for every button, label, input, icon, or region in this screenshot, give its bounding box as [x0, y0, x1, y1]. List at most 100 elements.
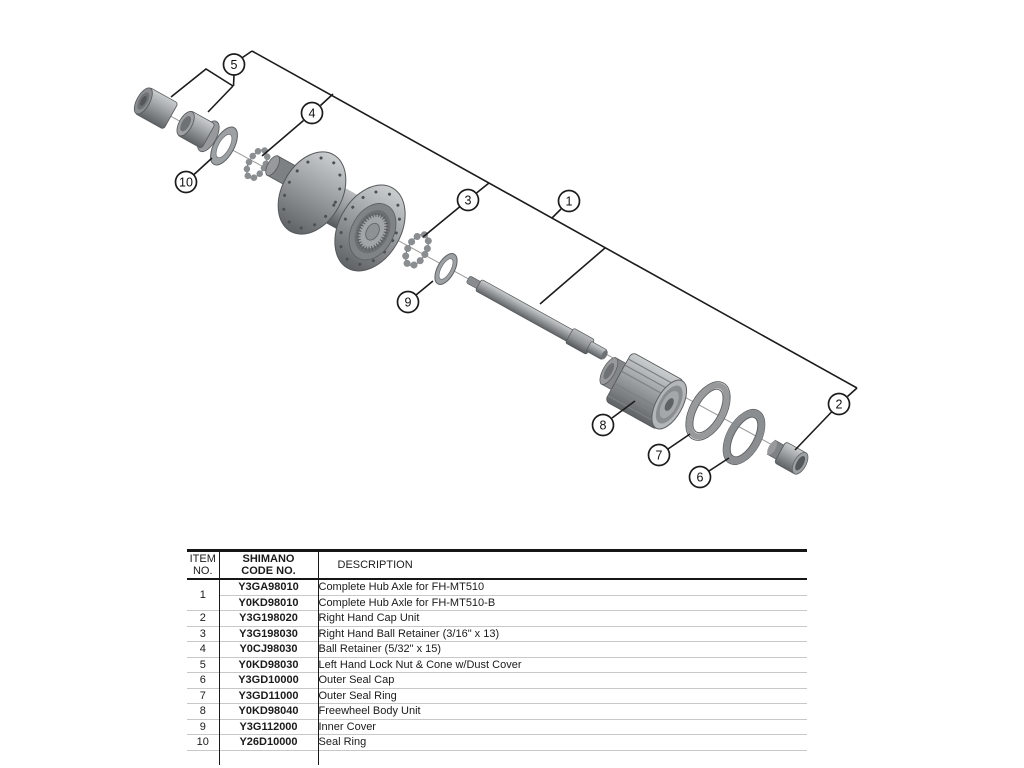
svg-text:1: 1: [566, 195, 573, 209]
cell-description: Outer Seal Ring: [318, 687, 807, 704]
leader-lines: [170, 50, 858, 472]
cell-shimano-code: Y3GA98010: [219, 578, 319, 595]
cell-item-no: 5: [187, 656, 220, 673]
cell-item-no: 7: [187, 687, 220, 704]
right-hand-cap-part: [766, 439, 809, 475]
cell-description: Ball Retainer (5/32" x 15): [318, 641, 807, 657]
cell-description: Freewheel Body Unit: [318, 703, 807, 719]
cell-shimano-code: [219, 749, 319, 765]
cell-shimano-code: Y0KD98040: [219, 703, 319, 719]
seal-ring-part: [210, 126, 238, 166]
callout-3-leader: [422, 206, 461, 238]
cell-shimano-code: Y3GD11000: [219, 687, 319, 704]
ball-retainer-left-part: [243, 146, 271, 182]
callout-2-leader: [794, 411, 833, 451]
callouts: 1 2 3 4 5 6 7 8 9 10: [174, 53, 851, 489]
cell-item-no: 9: [187, 718, 220, 735]
cell-item-no: 2: [187, 610, 220, 626]
callout-9: 9: [396, 290, 420, 314]
exploded-hub-diagram: 1 2 3 4 5 6 7 8 9 10: [133, 50, 858, 489]
table-header-row: ITEM NO. SHIMANO CODE NO. DESCRIPTION: [187, 549, 807, 580]
cell-item-no: 4: [187, 641, 220, 657]
callout-9-leader: [415, 280, 434, 296]
svg-text:7: 7: [656, 449, 663, 463]
cell-description: Complete Hub Axle for FH-MT510: [318, 578, 807, 595]
callout-6-leader: [708, 457, 730, 472]
svg-text:9: 9: [405, 296, 412, 310]
cell-item-no: 6: [187, 672, 220, 688]
svg-text:5: 5: [231, 58, 238, 72]
svg-text:3: 3: [465, 194, 472, 208]
outer-seal-ring-part: [685, 381, 731, 441]
outer-seal-cap-part: [722, 408, 766, 466]
inner-cover-part: [434, 253, 458, 285]
callout-5: 5: [222, 53, 246, 76]
lock-nut-part: [133, 87, 178, 129]
cell-description: Complete Hub Axle for FH-MT510-B: [318, 594, 807, 611]
callout-8-leader: [611, 400, 636, 419]
cell-shimano-code: Y3G112000: [219, 718, 319, 735]
cell-shimano-code: Y3GD10000: [219, 672, 319, 688]
cell-shimano-code: Y0KD98030: [219, 656, 319, 673]
cell-shimano-code: Y3G198030: [219, 625, 319, 642]
table-row-partial: [187, 749, 807, 765]
cell-description: Right Hand Cap Unit: [318, 610, 807, 626]
cell-description: Right Hand Ball Retainer (3/16" x 13): [318, 625, 807, 642]
callout-8: 8: [591, 413, 615, 437]
cell-description: Outer Seal Cap: [318, 672, 807, 688]
assembly-bracket-line: [251, 50, 858, 389]
cell-description: Seal Ring: [318, 734, 807, 750]
cell-description: [318, 749, 807, 765]
callout-5-bracket: [170, 68, 234, 98]
callout-6: 6: [688, 465, 712, 489]
callout-7: 7: [647, 443, 671, 467]
svg-text:10: 10: [179, 176, 193, 190]
axle-branch-leader: [539, 247, 606, 305]
svg-text:4: 4: [309, 107, 316, 121]
svg-text:6: 6: [697, 471, 704, 485]
cell-shimano-code: Y26D10000: [219, 734, 319, 750]
cell-item-no: 8: [187, 703, 220, 719]
col-header-description: DESCRIPTION: [318, 549, 807, 580]
ball-retainer-right-part: [402, 231, 432, 269]
cell-item-no: [187, 749, 220, 765]
callout-3: 3: [456, 188, 480, 212]
cell-description: Left Hand Lock Nut & Cone w/Dust Cover: [318, 656, 807, 673]
svg-text:8: 8: [600, 419, 607, 433]
callout-2: 2: [827, 392, 851, 416]
col-header-item-no: ITEM NO.: [187, 549, 220, 580]
callout-1: 1: [557, 189, 581, 213]
callout-4-leader: [261, 119, 305, 157]
callout-4: 4: [300, 101, 324, 125]
callout-1-stub: [551, 208, 562, 219]
lock-cone-part: [176, 111, 220, 153]
callout-7-leader: [667, 433, 691, 450]
callout-10-leader: [193, 157, 213, 176]
cell-item-no: 10: [187, 734, 220, 750]
cell-item-no: 1: [187, 578, 220, 611]
cell-shimano-code: Y0CJ98030: [219, 641, 319, 657]
col-header-shimano-code: SHIMANO CODE NO.: [219, 549, 319, 580]
cell-description: Inner Cover: [318, 718, 807, 735]
cell-shimano-code: Y0KD98010: [219, 594, 319, 611]
hub-axle-part: [466, 276, 608, 360]
cell-shimano-code: Y3G198020: [219, 610, 319, 626]
svg-text:2: 2: [836, 398, 843, 412]
callout-10: 10: [174, 170, 198, 194]
cell-item-no: 3: [187, 625, 220, 642]
freewheel-body-part: [599, 353, 688, 430]
